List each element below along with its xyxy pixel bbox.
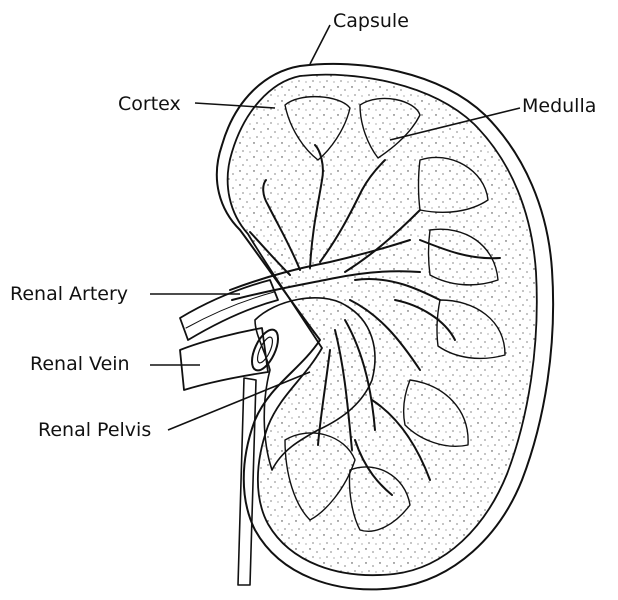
label-cortex: Cortex [118, 93, 181, 115]
label-renal-artery: Renal Artery [10, 283, 128, 305]
label-renal-vein: Renal Vein [30, 353, 130, 375]
label-medulla: Medulla [522, 95, 596, 117]
label-capsule: Capsule [333, 10, 409, 32]
ureter [238, 378, 256, 585]
label-renal-pelvis: Renal Pelvis [38, 419, 151, 441]
